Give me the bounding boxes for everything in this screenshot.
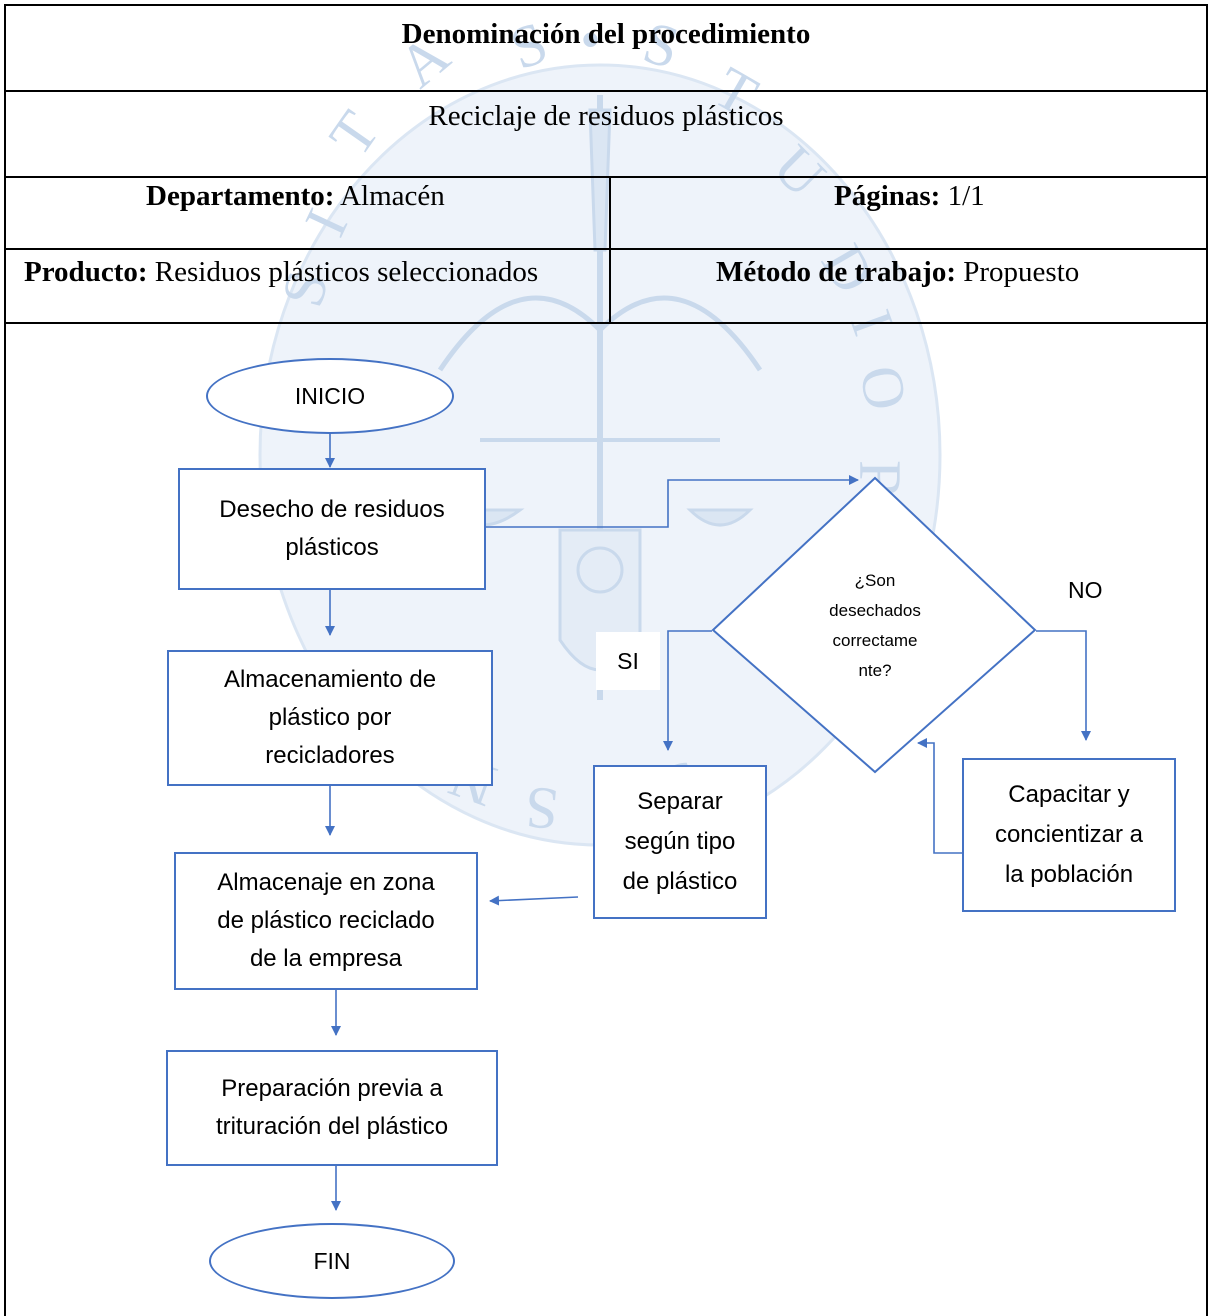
arrow-step1-to-decision	[486, 475, 859, 528]
table-row-divider	[4, 176, 1208, 178]
method-field: Método de trabajo: Propuesto	[716, 256, 1080, 288]
table-column-divider	[609, 176, 611, 324]
table-row-divider	[4, 90, 1208, 92]
arrow-decision-yes	[663, 630, 712, 751]
product-field: Producto: Residuos plásticos seleccionad…	[24, 256, 539, 288]
arrow-train-to-decision	[917, 738, 962, 854]
arrow-separate-to-step3	[489, 895, 579, 906]
table-row-divider	[4, 248, 1208, 250]
procedure-form: Denominación del procedimiento Reciclaje…	[4, 4, 1208, 1316]
start-node: INICIO	[206, 358, 454, 434]
yes-label: SI	[596, 632, 660, 690]
end-node: FIN	[209, 1223, 455, 1299]
table-border-right	[1206, 4, 1208, 1316]
arrow-decision-no	[1036, 630, 1091, 741]
pages-field: Páginas: 1/1	[834, 180, 985, 212]
table-border-top	[4, 4, 1208, 6]
department-field: Departamento: Almacén	[146, 180, 445, 212]
procedure-name: Reciclaje de residuos plásticos	[428, 100, 784, 132]
form-title: Denominación del procedimiento	[401, 18, 811, 50]
decision-diamond	[711, 476, 1037, 774]
no-label: NO	[1068, 577, 1103, 603]
table-border-left	[4, 4, 6, 1316]
table-row-divider	[4, 322, 1208, 324]
